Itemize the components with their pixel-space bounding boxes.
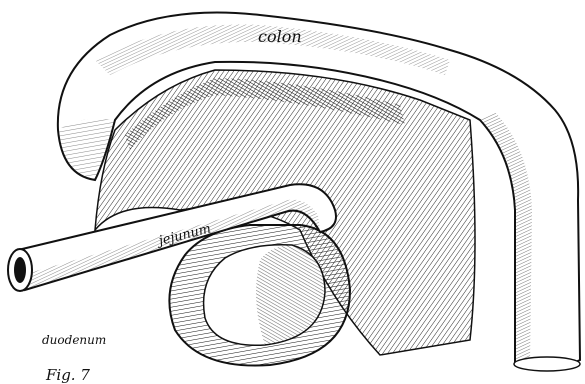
figure-caption: Fig. 7 bbox=[45, 366, 90, 384]
jejunum-lumen bbox=[14, 257, 26, 283]
label-colon: colon bbox=[258, 27, 302, 46]
colon-cut-end bbox=[514, 357, 580, 371]
label-duodenum: duodenum bbox=[42, 333, 106, 347]
